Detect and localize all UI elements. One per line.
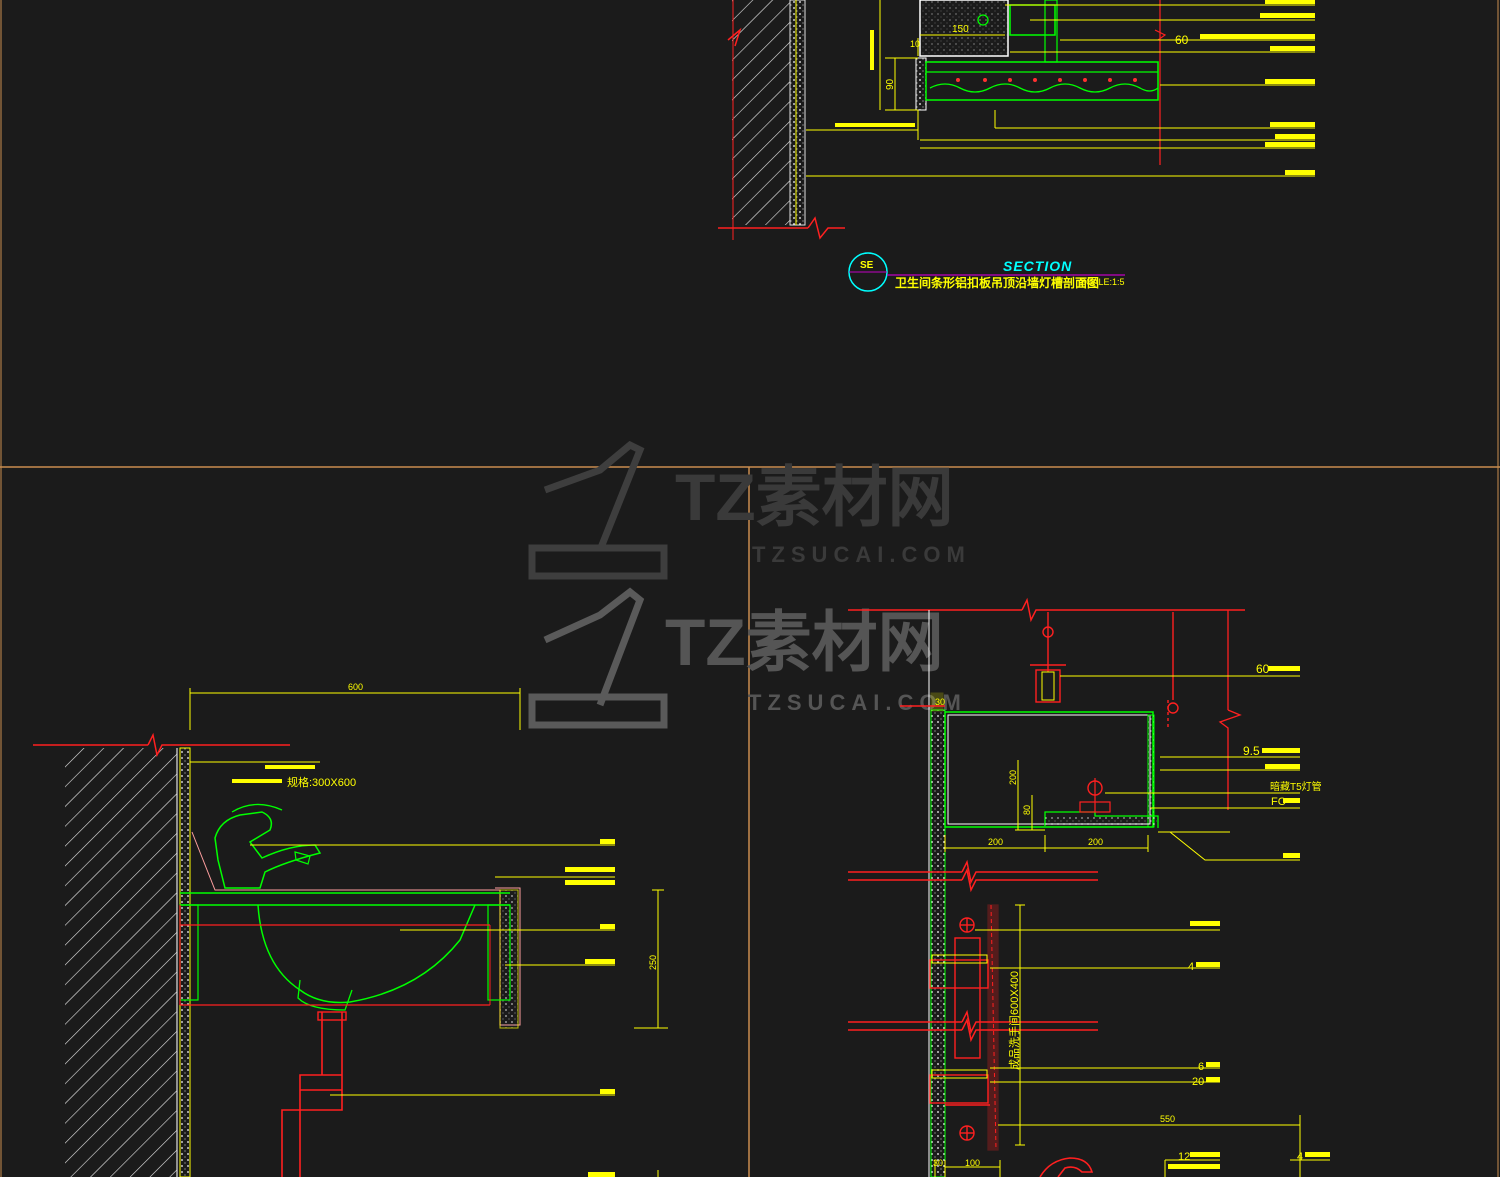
label-60: 60 [1256,662,1270,676]
watermark-2: TZ素材网 TZSUCAI.COM [528,587,967,729]
dim-10: 10 [910,39,920,49]
label-60: 60 [1175,33,1189,47]
dim-600: 600 [348,682,363,692]
label-12: 12 [1178,1151,1190,1163]
faucet-icon [214,811,322,889]
dim-90: 90 [885,78,896,90]
dim-200-b: 200 [1088,837,1103,847]
dim-550: 550 [1160,1114,1175,1124]
label-fc: FC [1271,796,1286,808]
dim-200-a: 200 [988,837,1003,847]
basin-section-detail: 600 规格:300X600 250 [33,682,668,1177]
drain-pipe-icon [281,1012,343,1177]
watermark-brand: TZ素材网 [675,460,954,534]
tile-note: 规格:300X600 [287,775,356,789]
label-20: 20 [1192,1076,1204,1088]
label-4: 4 [1188,961,1194,973]
wall-hatch [732,0,790,225]
dim-250: 250 [648,955,658,970]
label-9-5: 9.5 [1243,744,1260,758]
dim-100: 100 [965,1158,980,1168]
label-4b: 4 [1297,1151,1303,1163]
faucet-icon [1039,1157,1094,1177]
section-heading: SECTION [1003,258,1072,274]
section-callout: SE SECTION 卫生间条形铝扣板吊顶沿墙灯槽剖面图 SCALE:1:5 [848,252,1125,292]
cabinet-vertical-note: 成品洗手间600X400 [1007,971,1021,1070]
plaster-layer [789,0,806,226]
label-6: 6 [1198,1061,1204,1073]
dim-80: 80 [1022,805,1032,815]
cove-section-detail: 30 200 80 200 200 60 9.5 [848,597,1330,1177]
watermark-1: TZ素材网 TZSUCAI.COM [528,440,971,580]
wall-hatch [65,748,177,1177]
dim-150: 150 [952,24,969,35]
watermark-url: TZSUCAI.COM [752,542,971,567]
watermark-logo-icon [528,440,668,580]
watermark-brand: TZ素材网 [665,605,944,679]
top-section-detail: 150 90 10 60 [718,0,1315,240]
section-scale: SCALE:1:5 [1080,277,1125,287]
label-t5: 暗藏T5灯管 [1270,780,1322,793]
watermark-url: TZSUCAI.COM [748,690,967,715]
section-title: 卫生间条形铝扣板吊顶沿墙灯槽剖面图 [895,275,1099,290]
dim-200-v: 200 [1008,770,1018,785]
dim-30: 30 [933,1158,943,1168]
section-symbol: SE [860,260,874,271]
dim-30-top: 30 [935,697,945,707]
watermark-logo-icon [528,587,668,729]
